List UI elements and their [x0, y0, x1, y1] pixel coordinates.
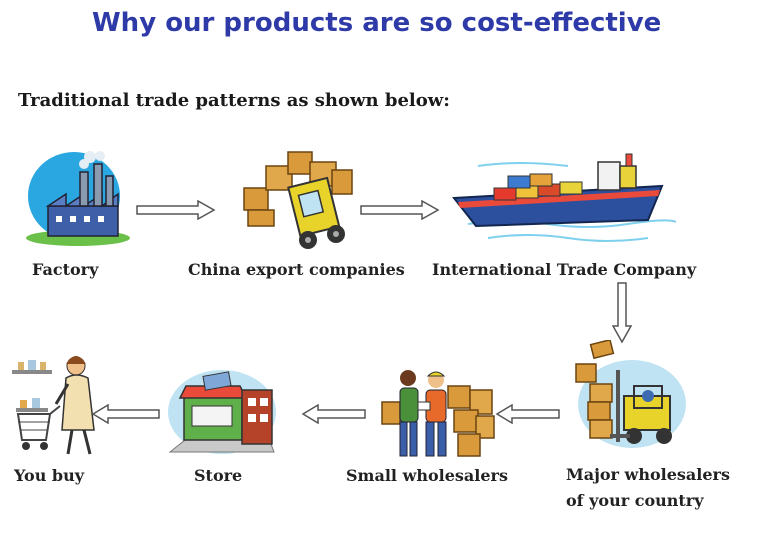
diagram-subtitle: Traditional trade patterns as shown belo…	[18, 90, 450, 111]
arrow-major-to-small	[496, 404, 560, 424]
page-title: Why our products are so cost-effective	[92, 8, 662, 38]
label-factory: Factory	[32, 260, 99, 279]
factory-icon	[26, 151, 130, 246]
label-major-wholesalers: Major wholesalers of your country	[566, 462, 730, 514]
label-international: International Trade Company	[432, 260, 697, 279]
warehouse-forklift-icon	[575, 340, 686, 448]
label-major-line1: Major wholesalers	[566, 465, 730, 484]
label-major-line2: of your country	[566, 491, 704, 510]
arrow-international-to-major	[612, 282, 632, 344]
label-china-export: China export companies	[188, 260, 405, 279]
arrow-store-to-buyer	[92, 404, 160, 424]
label-you-buy: You buy	[14, 466, 85, 485]
wholesalers-icon	[381, 370, 495, 457]
label-store: Store	[194, 466, 243, 485]
cargo-ship-icon	[452, 153, 676, 242]
shopper-icon	[12, 356, 95, 455]
label-small-wholesalers: Small wholesalers	[346, 466, 508, 485]
arrow-small-to-store	[302, 404, 366, 424]
store-icon	[168, 370, 276, 454]
arrow-export-to-international	[360, 200, 440, 220]
forklift-cargo-icon	[243, 151, 353, 249]
arrow-factory-to-export	[136, 200, 216, 220]
